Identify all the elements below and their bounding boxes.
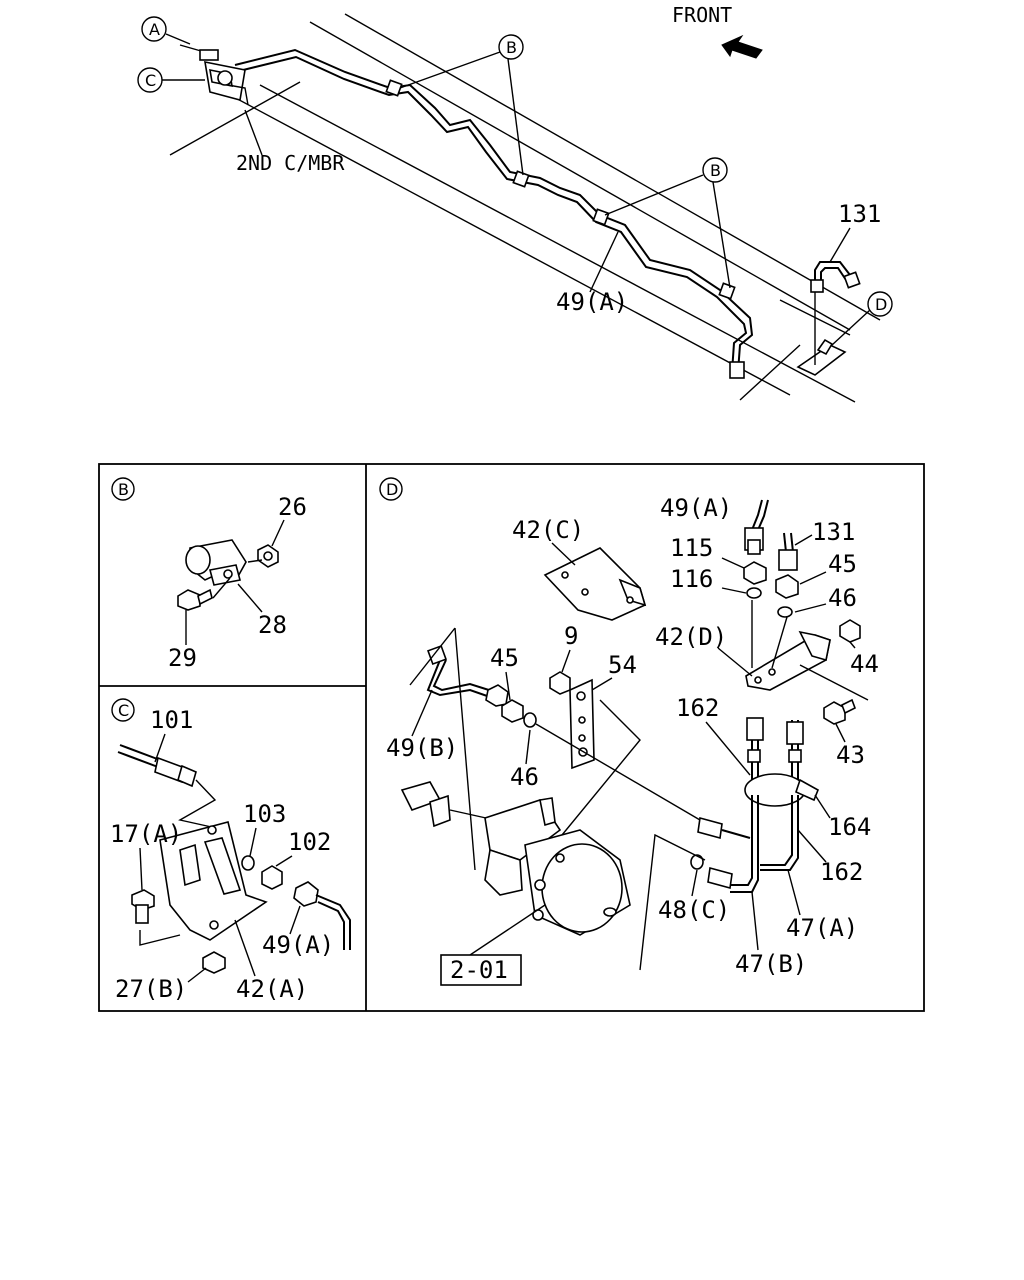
panel-c-part-17a: 17(A)	[110, 820, 182, 848]
panel-d-part-42d: 42(D)	[655, 623, 727, 651]
panel-b-part-28: 28	[258, 611, 287, 639]
nut-27b-icon	[202, 951, 226, 974]
pipe-49b-icon	[426, 645, 509, 707]
plate-54-icon	[569, 678, 595, 770]
bolt-43-icon	[823, 698, 857, 725]
panel-d-part-162-top: 162	[676, 694, 719, 722]
panel-d-part-54: 54	[608, 651, 637, 679]
panel-c-part-49a: 49(A)	[262, 931, 334, 959]
front-label: FRONT	[672, 3, 732, 27]
front-arrow-icon	[721, 34, 763, 59]
panel-d-part-45-right: 45	[828, 550, 857, 578]
panel-c-part-102: 102	[288, 828, 331, 856]
pipe-49a-top-icon	[744, 499, 769, 555]
nut-45-right-icon	[775, 574, 799, 599]
panel-d-part-131: 131	[812, 518, 855, 546]
pipe-131-assembly	[810, 261, 861, 293]
panel-d-part-48c: 48(C)	[658, 896, 730, 924]
panel-d-part-115: 115	[670, 534, 713, 562]
member-label: 2ND C/MBR	[236, 151, 345, 175]
panel-d-part-116: 116	[670, 565, 713, 593]
callout-a-icon	[141, 16, 167, 42]
top-part-131: 131	[838, 200, 881, 228]
panel-d-part-49a: 49(A)	[660, 494, 732, 522]
panel-c-part-103: 103	[243, 800, 286, 828]
panel-b: B 26 28 29	[111, 477, 307, 672]
callout-b-lower-icon	[702, 157, 728, 183]
panel-d-part-43: 43	[836, 741, 865, 769]
pipe-47-icon	[697, 816, 799, 893]
nut-102-icon	[261, 865, 283, 890]
bolt-29-icon	[177, 588, 213, 611]
panel-d-part-47b: 47(B)	[735, 950, 807, 978]
callout-b-lower-label: B	[710, 161, 721, 180]
panel-d-badge-icon	[379, 477, 403, 501]
pipe-49a-end-icon	[293, 881, 351, 950]
panel-c-part-27b: 27(B)	[115, 975, 187, 1003]
panel-c-part-42a: 42(A)	[236, 975, 308, 1003]
callout-b-upper-label: B	[506, 38, 517, 57]
washer-48c-icon	[690, 854, 704, 870]
nut-45-left-icon	[501, 699, 524, 723]
bolt-17a-icon	[131, 889, 155, 924]
nut-115-icon	[743, 561, 767, 585]
panel-d-badge: D	[386, 480, 398, 499]
bracket-42c-icon	[543, 547, 647, 621]
panel-d-part-47a: 47(A)	[786, 914, 858, 942]
panel-d-part-46-right: 46	[828, 584, 857, 612]
callout-a-label: A	[149, 20, 160, 39]
nut-26-icon	[257, 544, 279, 568]
panel-d-part-42c: 42(C)	[512, 516, 584, 544]
panel-d-part-46-left: 46	[510, 763, 539, 791]
panel-d-part-49b: 49(B)	[386, 734, 458, 762]
callout-c-label: C	[145, 71, 156, 90]
ref-box-2-01	[440, 954, 522, 986]
washer-46-right-icon	[777, 606, 793, 618]
overview-section: FRONT 2ND C/MBR A C B	[137, 3, 893, 403]
callout-d-icon	[867, 291, 893, 317]
bracket-42a-icon	[159, 821, 268, 941]
panel-d-part-9: 9	[564, 622, 578, 650]
nut-44-icon	[839, 619, 861, 643]
callout-b-upper-icon	[498, 34, 524, 60]
panel-d-part-162-bottom: 162	[820, 858, 863, 886]
pipe-101-icon	[117, 744, 197, 788]
panel-b-badge-icon	[111, 477, 135, 501]
bracket-42d-icon	[745, 630, 831, 691]
callout-d-label: D	[875, 295, 887, 314]
valve-unit-icon	[400, 781, 631, 936]
left-connector-assembly	[179, 44, 249, 106]
panel-d: D 42(C) 49(A) 115 116	[379, 477, 879, 986]
nut-9-icon	[549, 671, 571, 695]
panel-c-badge-icon	[111, 698, 135, 722]
pipe-162-icon	[744, 717, 820, 830]
panel-c-part-101: 101	[150, 706, 193, 734]
washer-103-icon	[241, 855, 255, 871]
panel-b-badge: B	[118, 480, 129, 499]
panel-d-part-45-left: 45	[490, 644, 519, 672]
detail-panels-frame	[98, 463, 925, 1012]
panel-b-part-29: 29	[168, 644, 197, 672]
panel-d-part-164: 164	[828, 813, 871, 841]
pipe-131-top-icon	[778, 532, 798, 571]
panel-b-part-26: 26	[278, 493, 307, 521]
clip-28-icon	[185, 539, 247, 586]
top-part-49a: 49(A)	[556, 288, 628, 316]
washer-116-icon	[746, 587, 762, 599]
panel-d-part-44: 44	[850, 650, 879, 678]
panel-c: C	[110, 698, 351, 1003]
panel-c-badge: C	[118, 701, 129, 720]
panel-d-ref-box: 2-01	[450, 956, 508, 984]
washer-46-left-icon	[523, 712, 537, 728]
